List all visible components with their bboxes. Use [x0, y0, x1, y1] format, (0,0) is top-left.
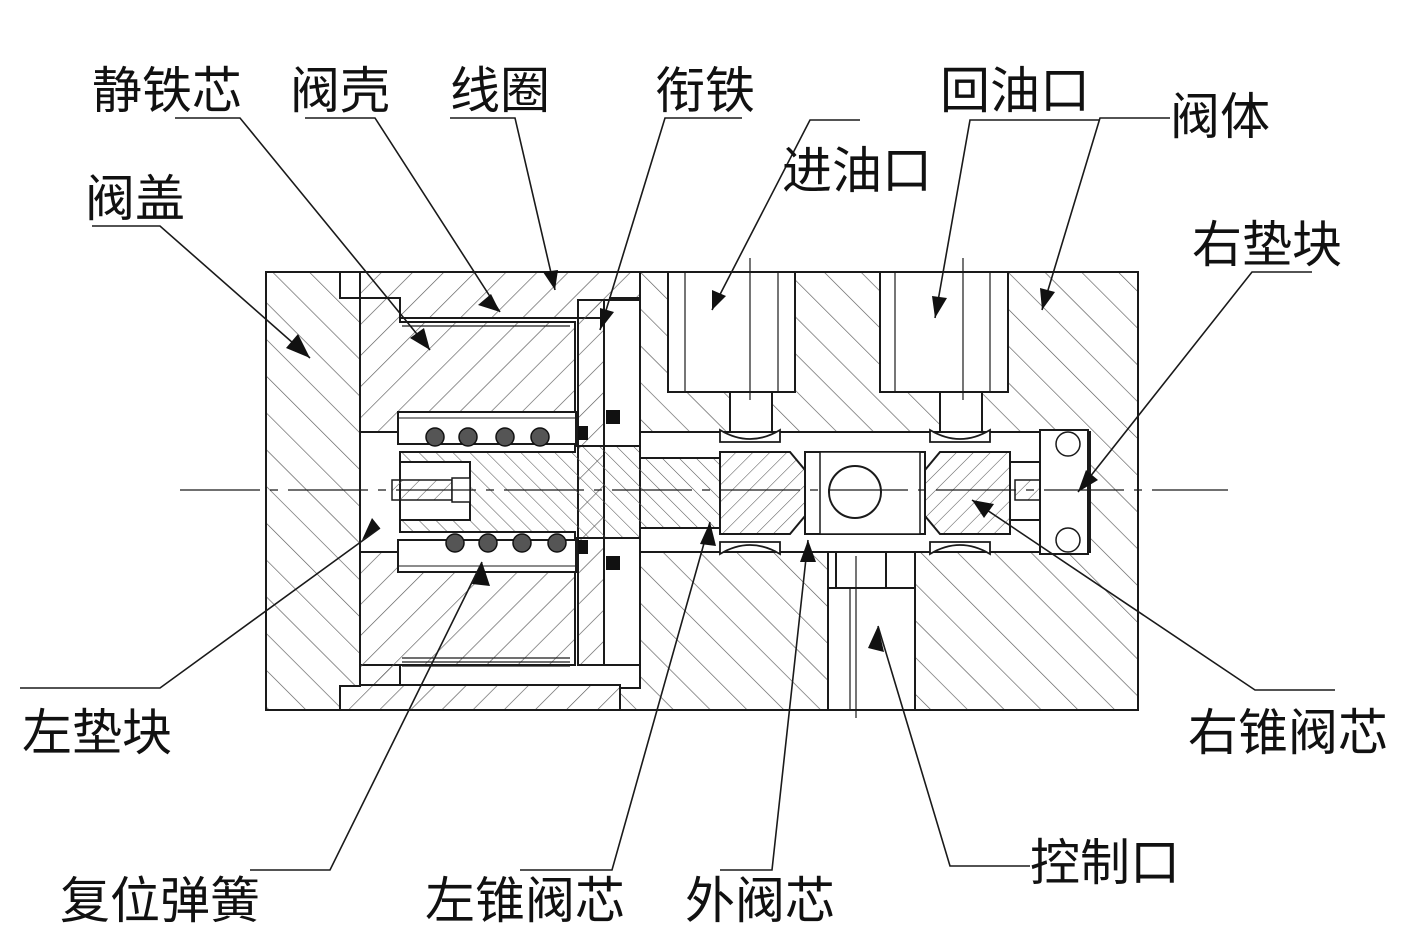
label-return-port: 回油口: [940, 62, 1090, 120]
return-spring-coils: [425, 427, 567, 553]
label-valve-body: 阀体: [1170, 88, 1270, 146]
label-valve-cover: 阀盖: [85, 170, 185, 228]
label-right-pad: 右垫块: [1192, 216, 1342, 274]
leader-lines: [20, 117, 1335, 871]
seat-rings: [719, 428, 991, 556]
label-outer-spool: 外阀芯: [685, 872, 835, 930]
label-valve-housing: 阀壳: [290, 62, 390, 120]
label-return-spring: 复位弹簧: [60, 872, 260, 930]
valve-cover-section: [265, 271, 361, 711]
label-left-cone-spool: 左锥阀芯: [425, 872, 625, 930]
seals: [578, 410, 620, 570]
spool-section: [391, 429, 1089, 555]
label-coil: 线圈: [450, 62, 550, 120]
label-armature: 衔铁: [655, 62, 755, 120]
label-static-core: 静铁芯: [92, 62, 242, 120]
valve-body-section: [619, 258, 1139, 718]
label-control-port: 控制口: [1030, 834, 1180, 892]
label-left-pad: 左垫块: [22, 704, 172, 762]
label-right-cone-spool: 右锥阀芯: [1188, 704, 1388, 762]
leader-arrowheads: [286, 270, 1098, 652]
label-inlet-port: 进油口: [782, 142, 932, 200]
housing-section: [339, 271, 641, 711]
